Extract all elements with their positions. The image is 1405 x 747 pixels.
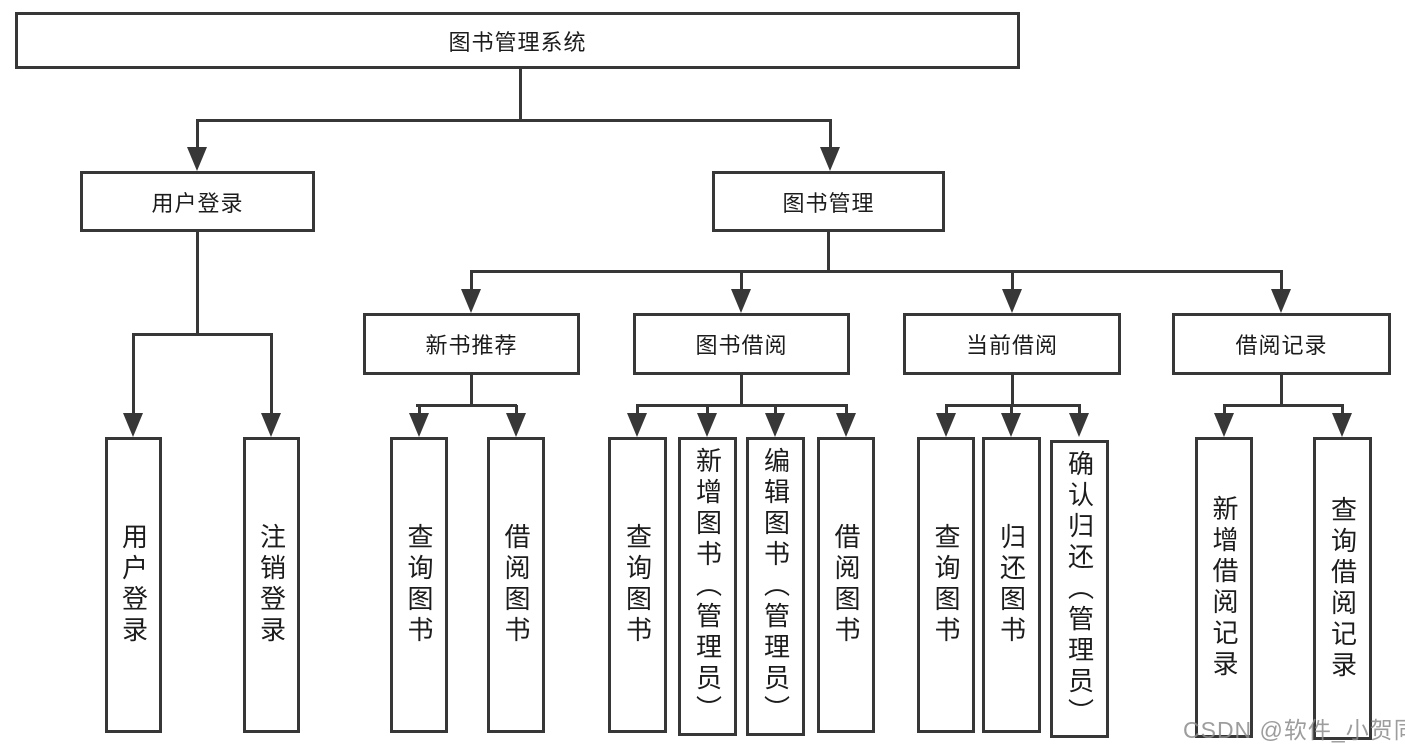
leaf-label: 查询借阅记录: [1327, 495, 1358, 682]
leaf-add-book-admin: 新增图书（管理员）: [678, 437, 737, 736]
connector-book-borrow-bus: [636, 404, 848, 407]
arrowhead-down-icon: [409, 413, 429, 437]
arrowhead-down-icon: [1271, 289, 1291, 313]
node-root-label: 图书管理系统: [448, 29, 587, 55]
connector-drop-module: [1280, 272, 1283, 292]
leaf-label: 查询图书: [404, 523, 434, 647]
connector-drop-book-mgmt: [829, 120, 832, 152]
leaf-label: 用户登录: [118, 523, 149, 647]
connector-drop-leaf: [845, 405, 848, 417]
node-book-mgmt-label: 图书管理: [782, 190, 875, 216]
leaf-query-book-2: 查询图书: [608, 437, 667, 733]
leaf-label: 借阅图书: [501, 523, 531, 647]
connector-drop-leaf: [774, 405, 777, 417]
arrowhead-down-icon: [836, 413, 856, 437]
connector-drop-leaf: [515, 405, 518, 417]
leaf-query-borrow-record: 查询借阅记录: [1313, 437, 1372, 740]
node-borrow-record-label: 借阅记录: [1235, 333, 1328, 358]
leaf-add-borrow-record: 新增借阅记录: [1195, 437, 1253, 738]
leaf-label: 注销登录: [256, 523, 287, 647]
leaf-edit-book-admin: 编辑图书（管理员）: [746, 437, 805, 736]
node-book-borrow: 图书借阅: [633, 313, 850, 375]
arrowhead-down-icon: [820, 147, 840, 171]
node-book-mgmt: 图书管理: [712, 171, 945, 232]
connector-borrow-record-bus: [1223, 404, 1344, 407]
leaf-label: 编辑图书（管理员）: [760, 447, 791, 726]
connector-book-borrow-feed: [740, 374, 743, 406]
leaf-return-book: 归还图书: [982, 437, 1041, 733]
arrowhead-down-icon: [697, 413, 717, 437]
node-current-borrow-label: 当前借阅: [965, 333, 1058, 358]
arrowhead-down-icon: [187, 147, 207, 171]
leaf-borrow-book-2: 借阅图书: [817, 437, 875, 733]
connector-drop-leaf: [945, 405, 948, 417]
connector-drop-leaf: [706, 405, 709, 417]
connector-level1-bus: [196, 119, 832, 122]
node-user-login-label: 用户登录: [151, 190, 244, 216]
arrowhead-down-icon: [731, 289, 751, 313]
node-new-book-label: 新书推荐: [425, 333, 518, 358]
leaf-logout: 注销登录: [243, 437, 300, 733]
arrowhead-down-icon: [506, 413, 526, 437]
node-current-borrow: 当前借阅: [903, 313, 1121, 375]
connector-drop-leaf: [1341, 405, 1344, 417]
arrowhead-down-icon: [627, 413, 647, 437]
arrowhead-down-icon: [1001, 413, 1021, 437]
watermark: CSDN @软件_小贺同学: [1183, 717, 1405, 743]
leaf-query-book-3: 查询图书: [917, 437, 975, 733]
connector-drop-leaf: [270, 334, 273, 418]
node-user-login: 用户登录: [80, 171, 315, 232]
leaf-user-login: 用户登录: [105, 437, 162, 733]
node-new-book: 新书推荐: [363, 313, 580, 375]
leaf-query-book-1: 查询图书: [390, 437, 448, 733]
connector-drop-user-login: [196, 120, 199, 152]
arrowhead-down-icon: [1332, 413, 1352, 437]
leaf-label: 新增借阅记录: [1209, 494, 1239, 681]
connector-drop-leaf: [1223, 405, 1226, 417]
arrowhead-down-icon: [765, 413, 785, 437]
connector-drop-leaf: [636, 405, 639, 417]
leaf-label: 查询图书: [622, 523, 653, 647]
arrowhead-down-icon: [1002, 289, 1022, 313]
connector-borrow-record-feed: [1280, 374, 1283, 406]
connector-book-mgmt-feed: [827, 231, 830, 273]
connector-new-book-feed: [470, 374, 473, 406]
connector-user-login-bus: [132, 333, 273, 336]
leaf-label: 确认归还（管理员）: [1064, 449, 1095, 729]
connector-root-feed: [519, 68, 522, 122]
leaf-label: 借阅图书: [831, 523, 861, 647]
node-book-borrow-label: 图书借阅: [695, 333, 788, 358]
leaf-label: 新增图书（管理员）: [692, 447, 723, 726]
arrowhead-down-icon: [1214, 413, 1234, 437]
connector-user-login-feed: [196, 231, 199, 336]
connector-drop-leaf: [132, 334, 135, 418]
leaf-borrow-book-1: 借阅图书: [487, 437, 545, 733]
connector-level2-bus: [470, 270, 1283, 273]
connector-drop-leaf: [1010, 405, 1013, 417]
node-root: 图书管理系统: [15, 12, 1020, 69]
connector-drop-module: [470, 272, 473, 292]
leaf-confirm-return-admin: 确认归还（管理员）: [1050, 440, 1109, 738]
connector-new-book-bus: [416, 404, 517, 407]
leaf-label: 归还图书: [996, 523, 1027, 647]
arrowhead-down-icon: [1069, 413, 1089, 437]
arrowhead-down-icon: [461, 289, 481, 313]
node-borrow-record: 借阅记录: [1172, 313, 1391, 375]
connector-drop-module: [1011, 272, 1014, 292]
arrowhead-down-icon: [261, 413, 281, 437]
connector-drop-leaf: [1078, 405, 1081, 417]
connector-current-borrow-bus: [945, 404, 1081, 407]
arrowhead-down-icon: [123, 413, 143, 437]
connector-drop-leaf: [418, 405, 421, 417]
arrowhead-down-icon: [936, 413, 956, 437]
leaf-label: 查询图书: [931, 523, 961, 647]
connector-drop-module: [740, 272, 743, 292]
connector-current-borrow-feed: [1011, 374, 1014, 406]
